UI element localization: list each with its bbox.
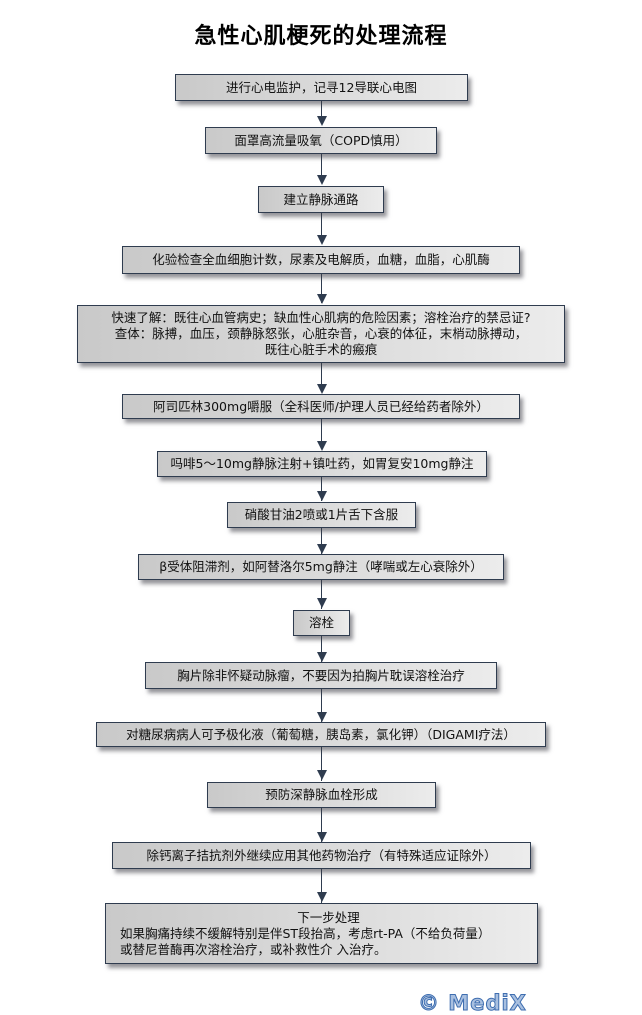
- arrowhead-7: [317, 491, 327, 501]
- step-text-line-2: 查体：脉搏，血压，颈静脉怒张，心脏杂音，心衰的体征，末梢动脉搏动，: [114, 326, 528, 341]
- step-text: 进行心电监护，记寻12导联心电图: [226, 79, 417, 95]
- arrowhead-1: [317, 116, 327, 126]
- connector-8: [321, 527, 322, 557]
- arrowhead-13: [317, 832, 327, 842]
- step-text: 预防深静脉血栓形成: [265, 787, 378, 802]
- connector-14: [321, 868, 322, 903]
- flowchart-title: 急性心肌梗死的处理流程: [194, 24, 448, 49]
- step-text: 吗啡5～10mg静脉注射+镇吐药，如胃复安10mg静注: [170, 456, 474, 471]
- step-text: β受体阻滞剂，如阿替洛尔5mg静注（哮喘或左心衰除外）: [159, 559, 483, 574]
- connector-5: [321, 362, 322, 392]
- step-text-line-1: 如果胸痛持续不缓解特别是伴ST段抬高，考虑rt-PA（不给负荷量）: [120, 925, 491, 941]
- step-text-line-2: 或替尼普酶再次溶栓治疗，或补救性介 入治疗。: [120, 941, 387, 957]
- connector-4: [321, 273, 322, 303]
- step-history-exam: 快速了解：既往心血管病史；缺血性心肌病的危险因素；溶栓治疗的禁忌证? 查体：脉搏…: [77, 305, 565, 363]
- step-thrombolysis: 溶栓: [293, 610, 350, 636]
- step-oxygen: 面罩高流量吸氧（COPD慎用）: [205, 127, 437, 154]
- connector-1: [321, 100, 322, 116]
- step-text: 面罩高流量吸氧（COPD慎用）: [234, 132, 408, 148]
- step-text: 除钙离子拮抗剂外继续应用其他药物治疗（有特殊适应证除外）: [146, 847, 497, 863]
- step-nitroglycerin: 硝酸甘油2喷或1片舌下含服: [227, 502, 416, 528]
- step-aspirin: 阿司匹林300mg嚼服（全科医师/护理人员已经给药者除外）: [122, 394, 520, 419]
- medix-watermark: © MediX: [418, 991, 527, 1015]
- step-chest-xray: 胸片除非怀疑动脉瘤，不要因为拍胸片耽误溶栓治疗: [145, 662, 497, 689]
- arrowhead-2: [317, 175, 327, 185]
- step-next-management: 下一步处理 如果胸痛持续不缓解特别是伴ST段抬高，考虑rt-PA（不给负荷量） …: [105, 903, 538, 964]
- step-continue-medication: 除钙离子拮抗剂外继续应用其他药物治疗（有特殊适应证除外）: [112, 842, 531, 869]
- step-text: 溶栓: [308, 615, 334, 630]
- connector-2: [321, 153, 322, 182]
- step-text: 建立静脉通路: [283, 191, 359, 207]
- step-dvt-prevention: 预防深静脉血栓形成: [207, 782, 436, 808]
- connector-11: [321, 688, 322, 723]
- connector-9: [321, 579, 322, 609]
- step-iv-access: 建立静脉通路: [258, 186, 384, 213]
- step-heading: 下一步处理: [297, 909, 360, 925]
- step-text-line-3: 既往心脏手术的瘢痕: [264, 342, 378, 357]
- arrowhead-5: [317, 384, 327, 394]
- step-text: 胸片除非怀疑动脉瘤，不要因为拍胸片耽误溶栓治疗: [177, 667, 465, 683]
- connector-3: [321, 212, 322, 242]
- step-lab-tests: 化验检查全血细胞计数，尿素及电解质，血糖，血脂，心肌酶: [122, 246, 520, 274]
- connector-12: [321, 746, 322, 781]
- step-text-line-1: 快速了解：既往心血管病史；缺血性心肌病的危险因素；溶栓治疗的禁忌证?: [111, 310, 531, 325]
- arrowhead-11: [317, 712, 327, 722]
- arrowhead-10: [317, 652, 327, 662]
- arrowhead-14: [317, 892, 327, 902]
- step-morphine: 吗啡5～10mg静脉注射+镇吐药，如胃复安10mg静注: [157, 451, 487, 477]
- step-ecg-monitoring: 进行心电监护，记寻12导联心电图: [175, 74, 468, 101]
- step-gik-therapy: 对糖尿病病人可予极化液（葡萄糖，胰岛素，氯化钾）（DIGAMI疗法）: [96, 722, 546, 747]
- step-text: 阿司匹林300mg嚼服（全科医师/护理人员已经给药者除外）: [153, 398, 489, 414]
- arrowhead-4: [317, 294, 327, 304]
- connector-10: [321, 635, 322, 665]
- arrowhead-9: [317, 598, 327, 608]
- step-text: 硝酸甘油2喷或1片舌下含服: [244, 507, 399, 522]
- arrowhead-3: [317, 235, 327, 245]
- step-beta-blocker: β受体阻滞剂，如阿替洛尔5mg静注（哮喘或左心衰除外）: [138, 554, 504, 580]
- arrowhead-8: [317, 544, 327, 554]
- step-text: 对糖尿病病人可予极化液（葡萄糖，胰岛素，氯化钾）（DIGAMI疗法）: [126, 726, 516, 742]
- step-text: 化验检查全血细胞计数，尿素及电解质，血糖，血脂，心肌酶: [152, 252, 490, 267]
- arrowhead-12: [317, 770, 327, 780]
- connector-13: [321, 807, 322, 842]
- connector-6: [321, 418, 322, 448]
- connector-7: [321, 476, 322, 501]
- arrowhead-6: [317, 441, 327, 451]
